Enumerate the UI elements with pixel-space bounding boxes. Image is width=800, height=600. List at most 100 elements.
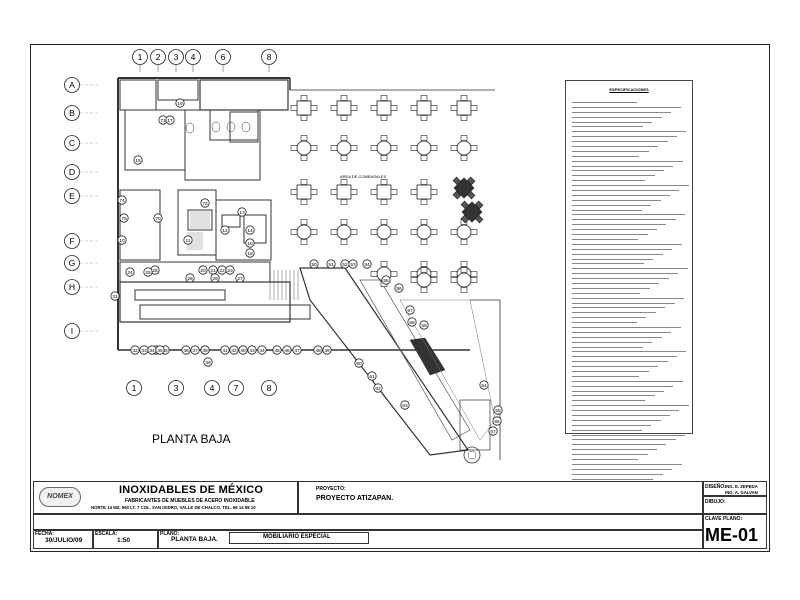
spec-line	[572, 300, 675, 304]
svg-text:4: 4	[210, 383, 215, 393]
dining-table	[290, 179, 318, 205]
mobiliario-value: MOBILIARIO ESPECIAL	[263, 534, 331, 540]
svg-text:3: 3	[174, 52, 179, 62]
spec-line	[572, 285, 650, 289]
dibujo-label: DIBUJO:	[705, 499, 726, 505]
svg-text:26: 26	[152, 268, 158, 274]
svg-text:6: 6	[221, 52, 226, 62]
svg-text:46: 46	[284, 348, 290, 354]
spec-line	[572, 226, 657, 231]
equipment-callout: 61	[367, 371, 377, 381]
svg-text:14: 14	[247, 228, 253, 234]
spec-line	[572, 182, 689, 187]
spec-line	[572, 436, 676, 441]
spec-line	[572, 192, 670, 196]
escala-cell	[93, 530, 158, 549]
fecha-cell	[33, 530, 93, 549]
spec-line	[572, 295, 685, 299]
spec-line	[572, 260, 644, 265]
spec-line	[572, 309, 656, 314]
svg-text:11: 11	[185, 238, 190, 244]
svg-text:27: 27	[237, 276, 243, 282]
spec-line	[572, 368, 649, 372]
dining-table	[460, 200, 484, 224]
grid-row-bubble: D	[64, 164, 80, 180]
spec-line	[572, 461, 682, 465]
plano-label: PLANO:	[160, 531, 180, 537]
round-table	[450, 219, 478, 245]
spec-line	[572, 353, 678, 358]
spec-line	[572, 314, 647, 319]
spec-line	[572, 211, 686, 216]
equipment-callout: 15	[133, 155, 143, 165]
equipment-callout: 23	[225, 265, 235, 275]
equipment-callout: 48	[313, 345, 323, 355]
round-table	[450, 267, 478, 293]
svg-text:60: 60	[356, 361, 362, 367]
spec-line	[572, 412, 670, 416]
svg-text:65: 65	[495, 408, 501, 414]
company-name: INOXIDABLES DE MÉXICO	[119, 484, 264, 496]
spec-line	[572, 221, 667, 226]
spec-line	[572, 348, 687, 353]
dibujo-cell	[703, 496, 767, 514]
spec-line	[572, 246, 673, 250]
svg-text:8: 8	[267, 52, 272, 62]
equipment-callout: 59	[419, 320, 429, 330]
svg-text:7: 7	[234, 383, 239, 393]
svg-text:17: 17	[167, 118, 173, 124]
equipment-callout: 42	[229, 345, 239, 355]
svg-text:16: 16	[247, 241, 253, 247]
svg-text:22: 22	[219, 268, 225, 274]
spec-line	[572, 329, 672, 333]
svg-text:62: 62	[375, 386, 381, 392]
equipment-callout: 49	[322, 345, 332, 355]
company-cell	[33, 481, 298, 514]
building-walls	[117, 77, 501, 464]
spec-line	[572, 114, 662, 118]
spec-line	[572, 319, 637, 324]
spec-line	[572, 256, 654, 260]
spec-line	[572, 427, 642, 431]
equipment-callout: 18	[245, 248, 255, 258]
spec-line	[572, 207, 642, 211]
dining-table	[370, 95, 398, 121]
grid-column-bubble: 1	[132, 49, 148, 65]
svg-text:45: 45	[274, 348, 280, 354]
svg-text:35: 35	[162, 348, 168, 354]
grid-row-bubble: B	[64, 105, 80, 121]
diseno-value-2: ING. A. GALVAN	[725, 490, 758, 495]
equipment-callout: 11	[183, 235, 193, 245]
round-table	[450, 135, 478, 161]
round-table	[410, 219, 438, 245]
svg-text:E: E	[69, 191, 75, 201]
spec-line	[572, 133, 678, 138]
equipment-callout: 36	[181, 345, 191, 355]
spec-line	[572, 280, 660, 284]
equipment-callout: 16	[245, 238, 255, 248]
spec-line	[572, 153, 640, 157]
equipment-callout: 75	[119, 213, 129, 223]
nomex-logo: NOMEX	[39, 487, 81, 507]
equipment-callout: 12	[220, 225, 230, 235]
dining-table	[452, 176, 476, 200]
svg-text:25: 25	[145, 270, 151, 276]
svg-text:57: 57	[407, 308, 413, 314]
equipment-callout: 46	[282, 345, 292, 355]
fecha-value: 30/JULIO/09	[45, 537, 83, 544]
svg-text:75: 75	[121, 216, 127, 222]
dining-table	[410, 179, 438, 205]
spec-line	[572, 123, 643, 128]
svg-text:61: 61	[369, 374, 375, 380]
equipment-callout: 58	[407, 317, 417, 327]
spec-line	[572, 128, 687, 133]
equipment-callout: 33	[139, 345, 149, 355]
round-table	[330, 219, 358, 245]
spec-line	[572, 324, 681, 328]
equipment-callout: 56	[394, 283, 404, 293]
fecha-label: FECHA:	[35, 531, 54, 537]
spec-line	[572, 187, 680, 192]
spec-line	[572, 432, 686, 436]
equipment-callout: 65	[493, 405, 503, 415]
svg-text:72: 72	[202, 201, 208, 207]
